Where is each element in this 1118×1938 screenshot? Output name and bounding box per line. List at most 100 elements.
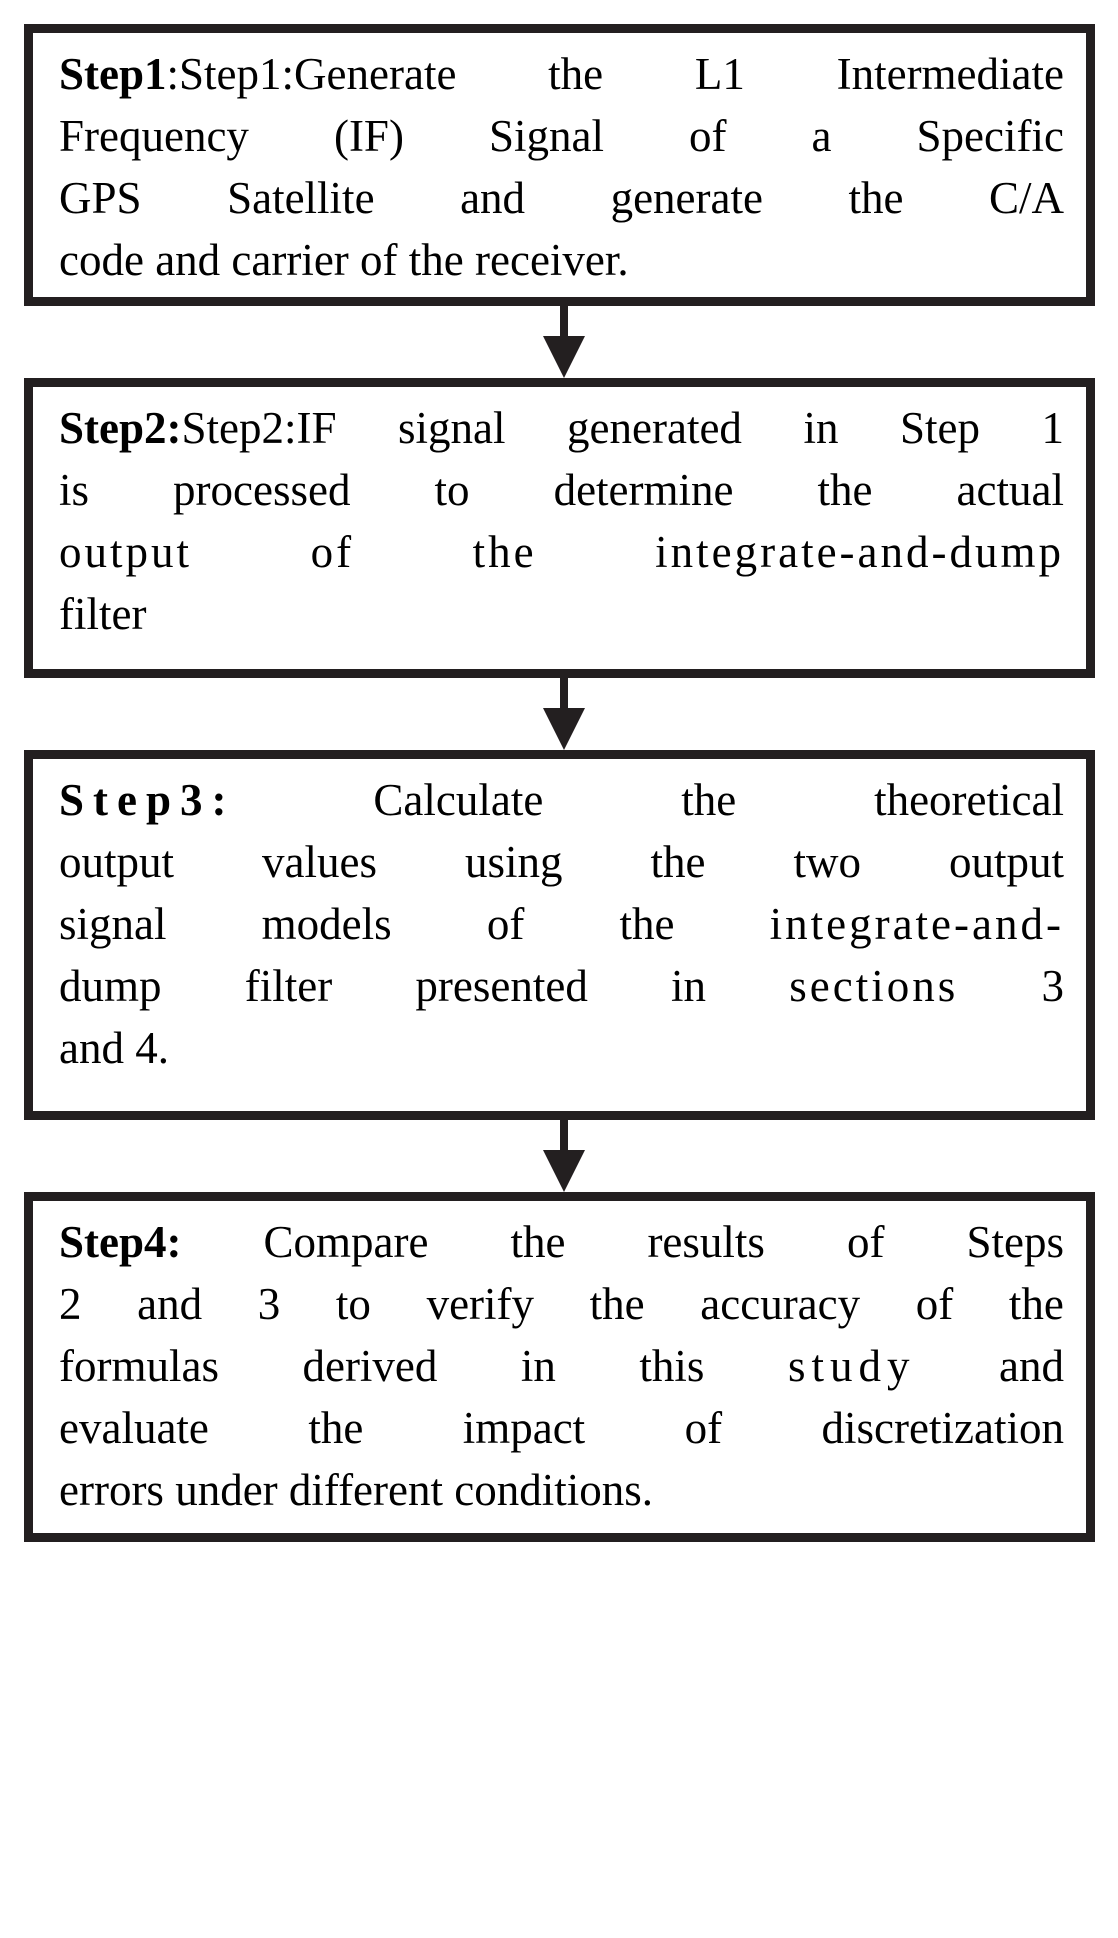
step3-line-2: output values using the two output (59, 831, 1064, 893)
step4-line-4: evaluate the impact of discretization (59, 1397, 1064, 1459)
step3-line3-word5: integrate-and- (769, 899, 1064, 950)
step1-line1-word3: L1 (694, 49, 745, 99)
step2-line2-word2: processed (173, 465, 351, 516)
step3-line2-word1: output (59, 837, 175, 888)
step3-line4-word1: dump (59, 961, 162, 1012)
step2-line2-word3: to (434, 465, 470, 516)
step2-line3-word4: integrate-and-dump (655, 527, 1064, 578)
step1-line2-word4: of (688, 111, 727, 162)
step3-line2-word4: the (650, 837, 706, 888)
step3-line4-word4: in (671, 961, 707, 1012)
step4-line2-word3: 3 (257, 1279, 281, 1330)
flowchart-node-step2: Step2:Step2:IF signal generated in Step … (24, 378, 1095, 678)
step3-line4-word5: sections (789, 961, 959, 1012)
arrow-shaft (560, 306, 568, 340)
step4-label-with-separator: Step4: (59, 1217, 182, 1267)
step2-line3-word1: output (59, 527, 193, 578)
step4-line3-word5: study (787, 1341, 916, 1392)
step1-line-2: Frequency (IF) Signal of a Specific (59, 105, 1064, 167)
step4-line1-word6: Steps (966, 1217, 1064, 1267)
arrow-head (543, 336, 585, 378)
step4-line1-word2: Compare (263, 1217, 429, 1267)
step3-label-with-separator: Step3: (59, 775, 236, 825)
step3-line4-word3: presented (415, 961, 588, 1012)
step2-line2-word4: determine (553, 465, 734, 516)
step2-line1-word1: Step2:IF (181, 403, 337, 453)
step4-line4-word2: the (308, 1403, 364, 1454)
step3-line4-word2: filter (244, 961, 333, 1012)
step3-line3-word3: of (486, 899, 525, 950)
step3-line1-word4: theoretical (874, 775, 1064, 825)
step4-line4-word4: of (684, 1403, 723, 1454)
step4-line2-word4: to (335, 1279, 371, 1330)
step4-line-5: errors under different conditions. (59, 1465, 653, 1516)
step3-line1-word3: the (681, 775, 737, 825)
step4-line3-word4: this (639, 1341, 705, 1392)
step1-line-4: code and carrier of the receiver. (59, 235, 629, 286)
step3-line3-word2: models (261, 899, 392, 950)
step1-line-3: GPS Satellite and generate the C/A (59, 167, 1064, 229)
step2-line-4: filter (59, 589, 147, 640)
step4-line-1: Step4: Compare the results of Steps (59, 1211, 1064, 1273)
step2-line2-word1: is (59, 465, 90, 516)
step3-line-5: and 4. (59, 1023, 169, 1074)
step3-line1-word2: Calculate (373, 775, 544, 825)
step1-line2-word6: Specific (916, 111, 1064, 162)
step1-line3-word2: Satellite (227, 173, 375, 224)
step2-line2-word5: the (817, 465, 873, 516)
step1-line3-word4: generate (610, 173, 763, 224)
step2-line1-word5: Step (899, 403, 980, 453)
step3-line3-word4: the (619, 899, 675, 950)
step2-line-3: output of the integrate-and-dump (59, 521, 1064, 583)
step4-line1-word5: of (846, 1217, 885, 1267)
step4-line4-word1: evaluate (59, 1403, 209, 1454)
step2-line1-word2: signal (398, 403, 506, 453)
arrow-down-icon-step3-step4 (543, 1120, 585, 1192)
step1-line2-word1: Frequency (59, 111, 249, 162)
step3-line4-word6: 3 (1041, 961, 1064, 1012)
step1-line3-word3: and (460, 173, 526, 224)
step2-line-1: Step2:Step2:IF signal generated in Step … (59, 397, 1064, 459)
flowchart-node-step3: Step3: Calculate the theoretical output … (24, 750, 1095, 1120)
arrow-shaft (560, 678, 568, 712)
step2-separator: : (166, 403, 182, 453)
step4-line3-word6: and (998, 1341, 1064, 1392)
step2-line1-word6: 1 (1041, 403, 1064, 453)
step1-line1-word4: Intermediate (836, 49, 1064, 99)
step4-line-3: formulas derived in this study and (59, 1335, 1064, 1397)
step1-line3-word5: the (848, 173, 904, 224)
step1-line1-word2: the (548, 49, 604, 99)
step4-line2-word2: and (137, 1279, 203, 1330)
arrow-head (543, 1150, 585, 1192)
flowchart-node-step1: Step1:Step1:Generate the L1 Intermediate… (24, 24, 1095, 306)
step4-line4-word5: discretization (821, 1403, 1064, 1454)
step1-text: Step1:Step1:Generate the L1 Intermediate… (59, 43, 1064, 291)
step1-line2-word2: (IF) (333, 111, 404, 162)
step2-line3-word3: the (472, 527, 537, 578)
step4-line4-word3: impact (462, 1403, 586, 1454)
arrow-head (543, 708, 585, 750)
step2-text: Step2:Step2:IF signal generated in Step … (59, 397, 1064, 645)
step4-line3-word3: in (520, 1341, 556, 1392)
step4-line1-word4: results (647, 1217, 765, 1267)
step2-line1-word4: in (803, 403, 839, 453)
step1-line2-word5: a (811, 111, 832, 162)
step3-line2-word3: using (464, 837, 563, 888)
step4-text: Step4: Compare the results of Steps 2 an… (59, 1211, 1064, 1521)
step1-line1-word1: Step1:Generate (179, 49, 457, 99)
step3-line-1: Step3: Calculate the theoretical (59, 769, 1064, 831)
step1-separator: : (166, 49, 180, 99)
step4-line2-word5: verify (426, 1279, 535, 1330)
step1-line2-word3: Signal (488, 111, 604, 162)
step2-line2-word6: actual (956, 465, 1064, 516)
arrow-down-icon-step2-step3 (543, 678, 585, 750)
step2-line3-word2: of (310, 527, 355, 578)
step4-line2-word6: the (589, 1279, 645, 1330)
step3-text: Step3: Calculate the theoretical output … (59, 769, 1064, 1079)
step3-line2-word6: output (948, 837, 1064, 888)
step1-line3-word6: C/A (988, 173, 1064, 224)
step2-line1-word3: generated (567, 403, 742, 453)
flowchart-node-step4: Step4: Compare the results of Steps 2 an… (24, 1192, 1095, 1542)
step4-line2-word7: accuracy (700, 1279, 861, 1330)
